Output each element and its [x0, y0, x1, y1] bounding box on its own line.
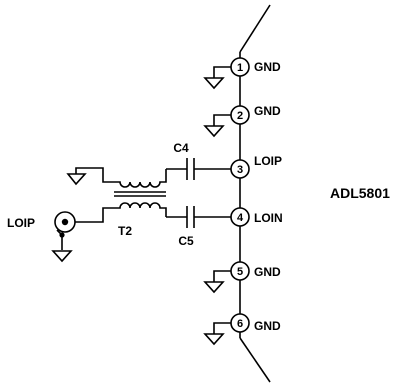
pin-1: 1 GND — [230, 57, 281, 77]
pin-5: 5 GND — [230, 261, 281, 281]
pin-number: 3 — [237, 164, 243, 176]
pin-label: LOIP — [254, 154, 282, 168]
pin-label: GND — [254, 319, 281, 333]
pin-label: GND — [254, 104, 281, 118]
pin-4: 4 LOIN — [230, 207, 283, 227]
pin-number: 5 — [237, 266, 243, 278]
pin-label: GND — [254, 265, 281, 279]
input-label: LOIP — [7, 216, 35, 230]
pin-number: 6 — [237, 318, 243, 330]
ground-icon — [66, 167, 114, 186]
capacitor-c4: C4 — [166, 141, 231, 180]
pin-label: GND — [254, 60, 281, 74]
capacitor-label: C5 — [178, 234, 194, 248]
capacitor-label: C4 — [173, 141, 189, 155]
ground-icon — [203, 270, 231, 294]
sma-connector-icon — [51, 211, 76, 263]
pin-label: LOIN — [254, 211, 283, 225]
transformer-label: T2 — [118, 224, 132, 238]
capacitor-c5: C5 — [166, 206, 231, 248]
ground-icon — [203, 322, 231, 346]
pin-number: 2 — [237, 110, 243, 122]
transformer-t2: T2 — [75, 169, 167, 238]
pin-number: 4 — [237, 212, 244, 224]
pin-3: 3 LOIP — [230, 154, 282, 179]
pin-6: 6 GND — [230, 313, 281, 333]
chip-label: ADL5801 — [330, 185, 390, 201]
pin-2: 2 GND — [230, 104, 281, 125]
ground-icon — [203, 66, 231, 90]
pin-number: 1 — [237, 62, 243, 74]
ic-body-edge — [239, 4, 271, 383]
ground-icon — [203, 114, 231, 138]
